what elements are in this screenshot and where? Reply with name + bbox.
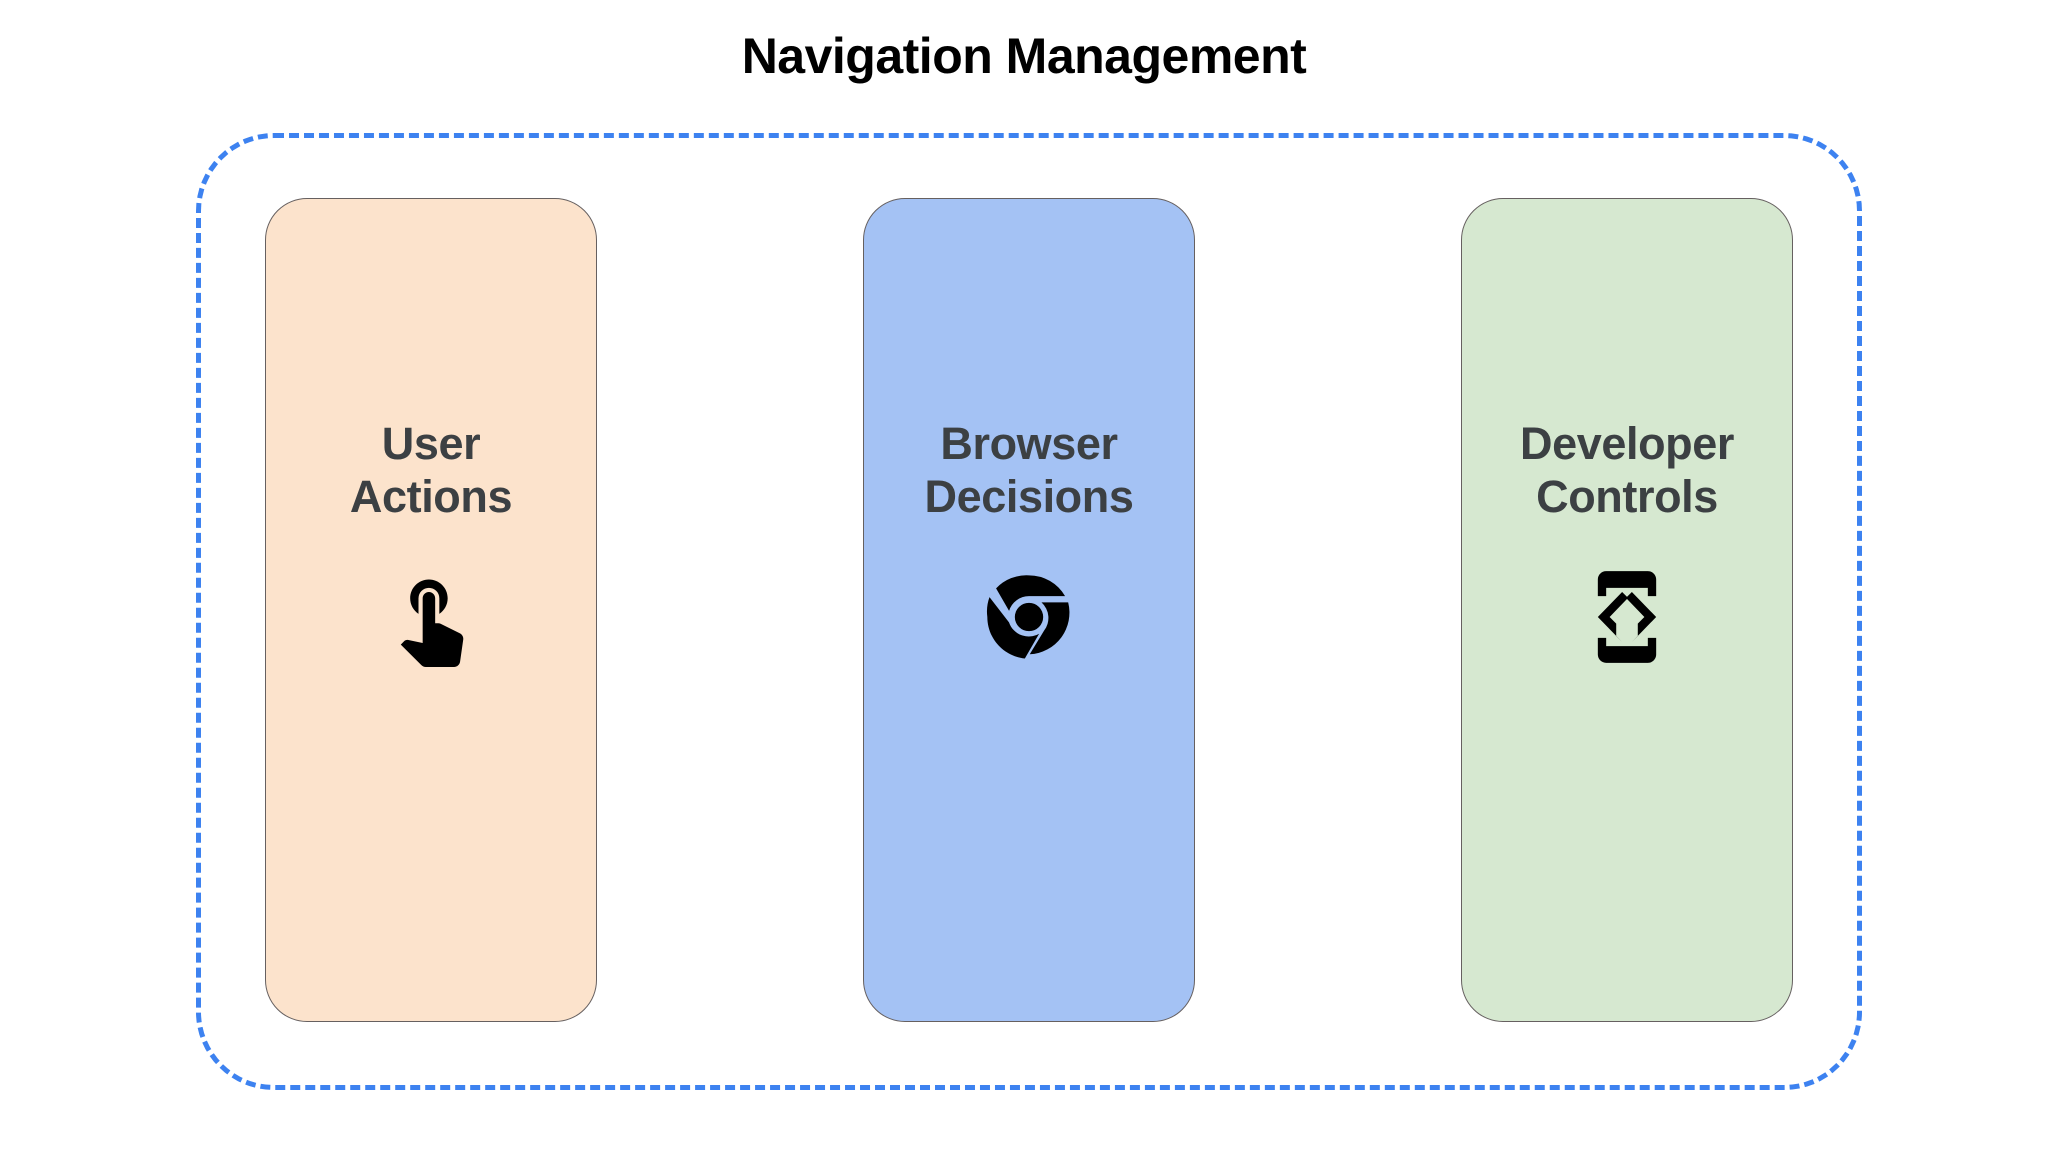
cards-row: User Actions Browser Decisions Developer… <box>196 198 1862 1022</box>
card-label-developer-controls: Developer Controls <box>1520 418 1734 523</box>
touch-app-icon <box>381 567 481 668</box>
card-developer-controls[interactable]: Developer Controls <box>1461 198 1793 1022</box>
card-label-browser-decisions: Browser Decisions <box>924 418 1134 523</box>
card-label-user-actions: User Actions <box>349 418 513 523</box>
navigation-management-group <box>196 133 1862 1090</box>
card-user-actions[interactable]: User Actions <box>265 198 597 1022</box>
card-browser-decisions[interactable]: Browser Decisions <box>863 198 1195 1022</box>
chrome-logo-icon <box>979 567 1079 667</box>
page-title: Navigation Management <box>741 28 1307 84</box>
developer-mode-icon <box>1577 567 1677 667</box>
